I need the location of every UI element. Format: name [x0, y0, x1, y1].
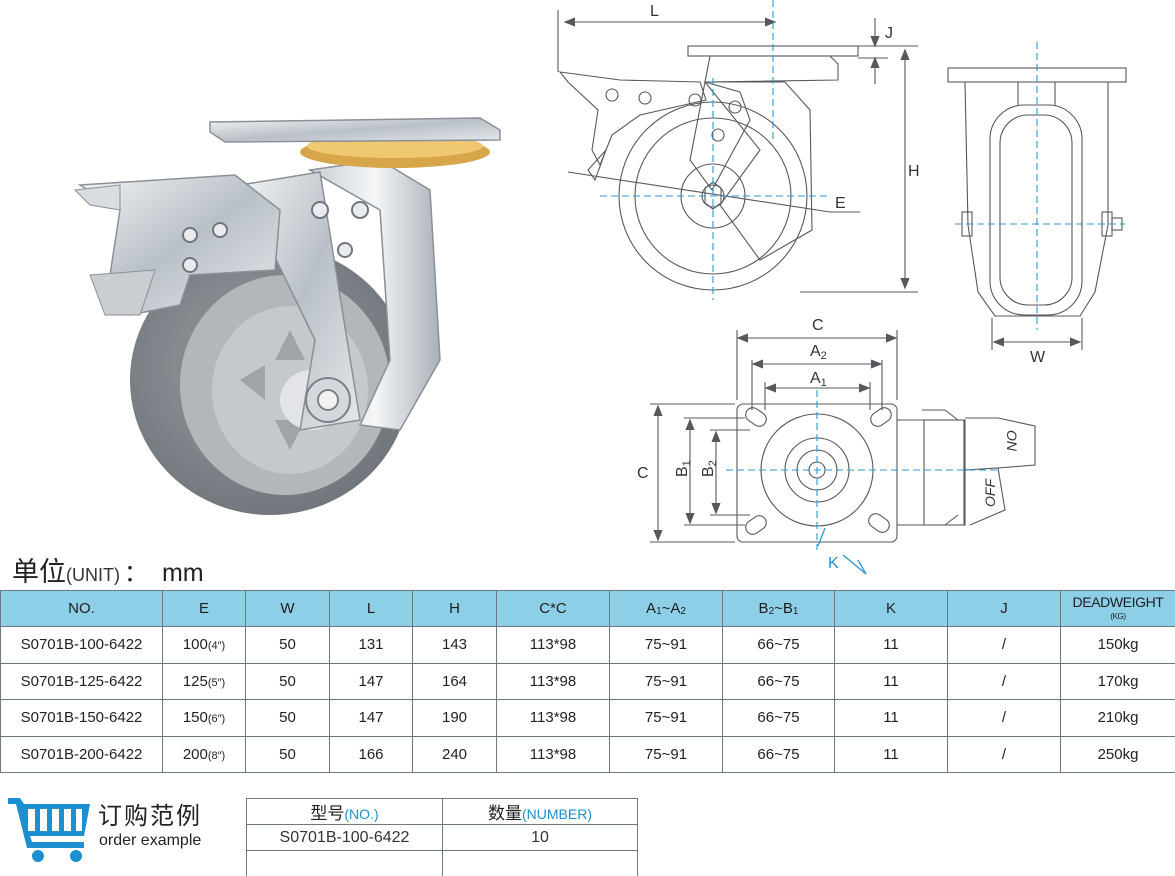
order-example: 订购范例 order example — [6, 794, 246, 864]
dim-label-e: E — [835, 195, 846, 212]
dim-label-w: W — [1030, 349, 1046, 366]
technical-drawings: L J H E W C A2 A1 C B1 B2 K ON OFF — [557, 0, 1127, 575]
header-no: NO. — [0, 590, 163, 627]
spec-header-row: NO. E W L H C*C A1~A2 B2~B1 K J DEADWEIG… — [0, 590, 1175, 627]
header-e: E — [162, 590, 246, 627]
brake-on-label: ON — [1004, 430, 1020, 452]
cell-deadweight: 170kg — [1060, 662, 1175, 700]
cell-k: 11 — [834, 662, 948, 700]
cell-b: 66~75 — [722, 662, 835, 700]
order-example-row: S0701B-100-6422 10 — [246, 824, 638, 851]
order-example-title-cn: 订购范例 — [98, 803, 202, 830]
cell-l: 147 — [329, 699, 413, 737]
cell-cc: 113*98 — [496, 735, 610, 773]
cell-w: 50 — [245, 626, 330, 664]
table-row: S0701B-150-6422 150(6″) 50 147 190 113*9… — [0, 699, 1175, 737]
cell-cc: 113*98 — [496, 662, 610, 700]
cell-no: S0701B-150-6422 — [0, 699, 163, 737]
cell-j: / — [947, 699, 1061, 737]
cell-b: 66~75 — [722, 699, 835, 737]
cell-a: 75~91 — [609, 626, 723, 664]
header-j: J — [947, 590, 1061, 627]
dim-label-c-left: C — [637, 465, 649, 482]
unit-label-en: (UNIT) — [66, 565, 120, 585]
cell-l: 147 — [329, 662, 413, 700]
cell-e: 150(6″) — [162, 699, 246, 737]
brake-off-label: OFF — [982, 478, 998, 507]
cell-no: S0701B-200-6422 — [0, 735, 163, 773]
cell-w: 50 — [245, 735, 330, 773]
cell-deadweight: 210kg — [1060, 699, 1175, 737]
unit-value: mm — [161, 559, 204, 587]
header-cc: C*C — [496, 590, 610, 627]
dim-label-h: H — [908, 163, 920, 180]
unit-label-cn: 单位 — [12, 557, 66, 587]
order-example-table: 型号(NO.) 数量(NUMBER) S0701B-100-6422 10 — [246, 798, 638, 876]
order-cell-empty — [442, 850, 638, 876]
header-l: L — [329, 590, 413, 627]
cell-h: 240 — [412, 735, 497, 773]
cell-k: 11 — [834, 735, 948, 773]
cell-k: 11 — [834, 626, 948, 664]
header-h: H — [412, 590, 497, 627]
table-row: S0701B-200-6422 200(8″) 50 166 240 113*9… — [0, 735, 1175, 773]
order-example-empty-row — [246, 850, 638, 876]
order-header-quantity: 数量(NUMBER) — [442, 798, 638, 825]
cell-l: 166 — [329, 735, 413, 773]
cell-deadweight: 250kg — [1060, 735, 1175, 773]
cell-b: 66~75 — [722, 626, 835, 664]
dim-label-b1: B1 — [674, 460, 693, 477]
cell-h: 143 — [412, 626, 497, 664]
header-k: K — [834, 590, 948, 627]
cell-h: 164 — [412, 662, 497, 700]
header-deadweight: DEADWEIGHT(KG) — [1060, 590, 1175, 627]
dim-label-c-top: C — [812, 317, 824, 334]
cell-cc: 113*98 — [496, 699, 610, 737]
order-example-title-en: order example — [99, 832, 202, 849]
cell-e: 200(8″) — [162, 735, 246, 773]
header-w: W — [245, 590, 330, 627]
cell-e: 100(4″) — [162, 626, 246, 664]
order-cell-quantity: 10 — [442, 824, 638, 851]
cell-b: 66~75 — [722, 735, 835, 773]
dim-label-a2: A2 — [810, 343, 827, 362]
order-cell-empty — [246, 850, 443, 876]
cell-a: 75~91 — [609, 735, 723, 773]
cell-j: / — [947, 626, 1061, 664]
cell-no: S0701B-100-6422 — [0, 626, 163, 664]
dim-label-k: K — [828, 555, 839, 572]
cell-h: 190 — [412, 699, 497, 737]
unit-colon: ： — [123, 560, 148, 587]
spec-table: NO. E W L H C*C A1~A2 B2~B1 K J DEADWEIG… — [0, 590, 1175, 773]
cell-w: 50 — [245, 699, 330, 737]
cell-cc: 113*98 — [496, 626, 610, 664]
order-cell-model: S0701B-100-6422 — [246, 824, 443, 851]
cell-e: 125(5″) — [162, 662, 246, 700]
cell-a: 75~91 — [609, 699, 723, 737]
order-header-model: 型号(NO.) — [246, 798, 443, 825]
header-a: A1~A2 — [609, 590, 723, 627]
table-row: S0701B-100-6422 100(4″) 50 131 143 113*9… — [0, 626, 1175, 664]
dim-label-a1: A1 — [810, 370, 827, 389]
order-example-header-row: 型号(NO.) 数量(NUMBER) — [246, 798, 638, 825]
header-b: B2~B1 — [722, 590, 835, 627]
cell-j: / — [947, 662, 1061, 700]
unit-line: 单位 (UNIT) ： mm — [12, 550, 204, 587]
cell-j: / — [947, 735, 1061, 773]
table-row: S0701B-125-6422 125(5″) 50 147 164 113*9… — [0, 662, 1175, 700]
shopping-cart-icon — [8, 798, 90, 862]
cell-a: 75~91 — [609, 662, 723, 700]
cell-w: 50 — [245, 662, 330, 700]
cell-deadweight: 150kg — [1060, 626, 1175, 664]
caster-photo — [73, 117, 501, 515]
dim-label-j: J — [885, 25, 893, 42]
dim-label-l: L — [650, 3, 659, 20]
cell-k: 11 — [834, 699, 948, 737]
dim-label-b2: B2 — [700, 460, 719, 477]
cell-l: 131 — [329, 626, 413, 664]
cell-no: S0701B-125-6422 — [0, 662, 163, 700]
